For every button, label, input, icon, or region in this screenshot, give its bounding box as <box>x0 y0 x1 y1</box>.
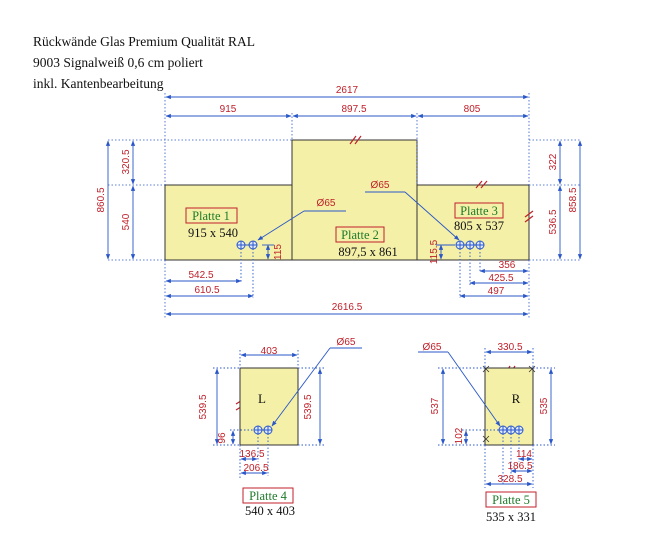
panel-2-label: Platte 2 897,5 x 861 <box>335 226 398 259</box>
dim-p4-hole-a: 136.5 <box>239 449 264 460</box>
dim-p4-hole-h: 96 <box>217 432 228 444</box>
dim-p4-left-h: 539.5 <box>198 394 209 419</box>
dim-overall-top: 2617 <box>336 85 359 96</box>
header-line-1: Rückwände Glas Premium Qualität RAL <box>33 34 255 49</box>
dim-left-lower: 540 <box>121 213 132 230</box>
panel-5-side: R <box>512 391 521 406</box>
panel-5-drawing: R 330.5 537 535 102 114 186.5 328.5 Ø65 … <box>418 342 555 524</box>
panel-3-size: 805 x 537 <box>454 219 504 233</box>
dim-p4-width: 403 <box>261 346 278 357</box>
panel-4-side: L <box>258 391 266 406</box>
panel-1-title: Platte 1 <box>192 209 230 223</box>
dim-p4-right-h: 539.5 <box>303 394 314 419</box>
dim-seg-2: 897.5 <box>341 104 366 115</box>
panel-1-label: Platte 1 915 x 540 <box>185 207 238 240</box>
dim-p3-hole-c: 497 <box>488 286 505 297</box>
dim-p3-hole-height: 115.5 <box>429 239 440 264</box>
dim-p5-left-h: 537 <box>430 397 441 414</box>
header-text: Rückwände Glas Premium Qualität RAL 9003… <box>33 31 255 94</box>
header-line-2: 9003 Signalweiß 0,6 cm poliert <box>33 55 203 70</box>
dim-p5-hole-b: 186.5 <box>507 461 532 472</box>
panel-3-label: Platte 3 805 x 537 <box>454 202 504 233</box>
panel-3-title: Platte 3 <box>460 204 498 218</box>
dim-p1-hole-height: 115 <box>273 244 284 260</box>
dim-left-total: 860.5 <box>96 187 107 212</box>
panel-1-holes <box>236 240 258 250</box>
dim-p5-hole-c: 328.5 <box>497 474 522 485</box>
dim-right-total: 858.5 <box>568 187 579 212</box>
dim-right-upper: 322 <box>548 153 559 170</box>
dimension-lines <box>105 94 583 317</box>
panel-3-holes <box>455 240 485 250</box>
dim-p1-hole-outer: 610.5 <box>194 285 219 296</box>
guide-lines <box>108 93 580 318</box>
dim-p1-hole-center: 542.5 <box>188 270 213 281</box>
panel-5-title: Platte 5 <box>492 493 530 507</box>
dim-left-upper: 320.5 <box>121 149 132 174</box>
dim-overall-bottom: 2616.5 <box>332 302 363 313</box>
dim-diameter-4: Ø65 <box>337 337 356 348</box>
header-line-3: inkl. Kantenbearbeitung <box>33 76 164 91</box>
panel-4-size: 540 x 403 <box>245 504 295 518</box>
dim-right-lower: 536.5 <box>548 209 559 234</box>
panel-2-size: 897,5 x 861 <box>338 245 397 259</box>
dim-p5-right-h: 535 <box>539 397 550 414</box>
holes-upper <box>236 240 485 250</box>
dim-diameter-1: Ø65 <box>317 198 336 209</box>
panel-1-size: 915 x 540 <box>188 226 238 240</box>
panel-5-size: 535 x 331 <box>486 510 536 524</box>
upper-dimension-texts: 2617 915 897.5 805 860.5 320.5 540 858.5… <box>96 85 579 313</box>
panel-4-drawing: L 403 539.5 539.5 96 136.5 206.5 Ø65 Pla… <box>198 337 362 518</box>
dim-p3-hole-a: 356 <box>499 260 516 271</box>
dim-seg-1: 915 <box>220 104 237 115</box>
panel-2-title: Platte 2 <box>341 228 379 242</box>
dim-p3-hole-b: 425.5 <box>488 273 513 284</box>
panel-2-shape <box>291 139 418 261</box>
dim-p4-hole-b: 206.5 <box>243 463 268 474</box>
dim-seg-3: 805 <box>464 104 481 115</box>
panel-4-title: Platte 4 <box>249 489 288 503</box>
dim-p5-width: 330.5 <box>497 342 522 353</box>
dim-p5-hole-h: 102 <box>454 427 465 444</box>
dim-diameter-3: Ø65 <box>371 180 390 191</box>
dim-p5-hole-a: 114 <box>516 449 532 460</box>
dim-diameter-5: Ø65 <box>423 342 442 353</box>
